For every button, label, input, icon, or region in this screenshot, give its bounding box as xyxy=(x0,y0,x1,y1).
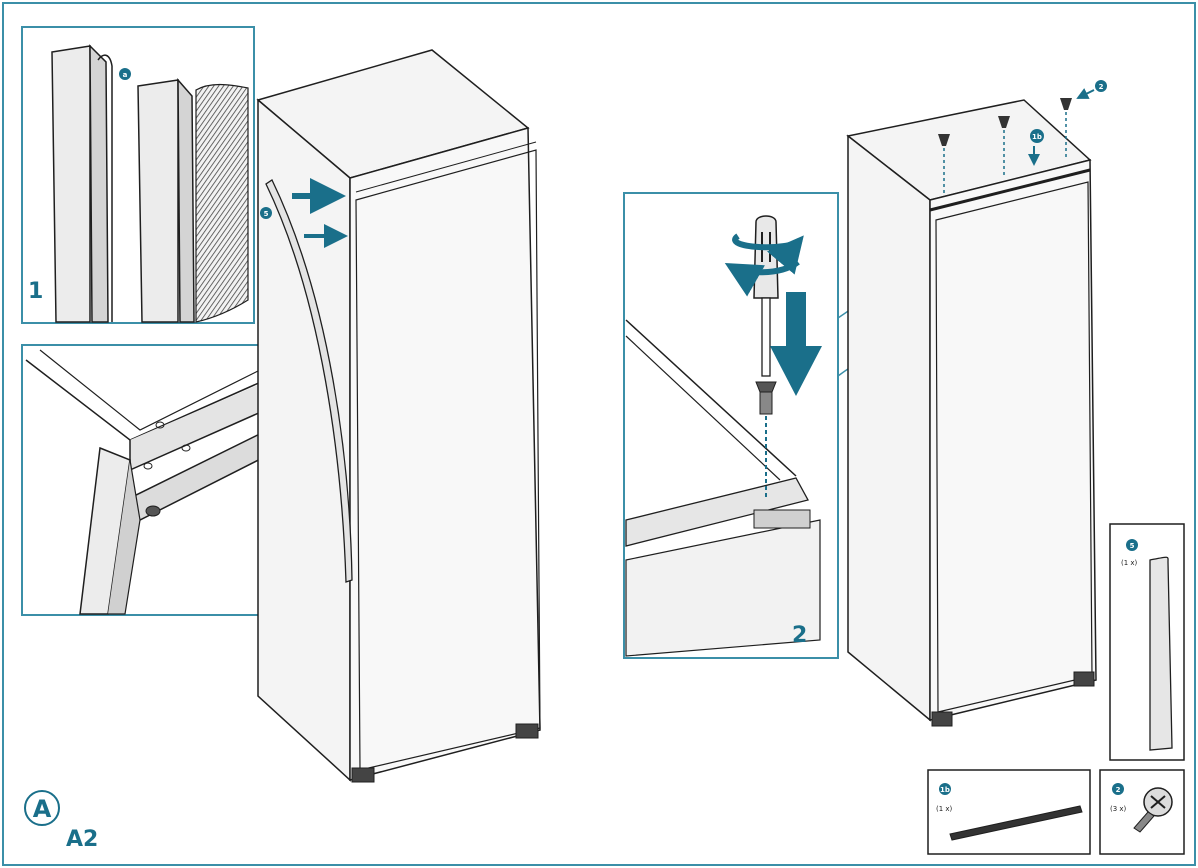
section-code: A2 xyxy=(66,827,98,852)
inset-screw-detail: 2 xyxy=(623,192,839,659)
callout-badge xyxy=(260,207,272,219)
part-id: 5 xyxy=(1130,542,1135,550)
callout-label: 2 xyxy=(1099,83,1104,91)
inset-corner-detail xyxy=(21,344,291,616)
callout-badge xyxy=(1095,80,1107,92)
part-qty: (1 x) xyxy=(936,805,953,813)
part-id: 1b xyxy=(940,786,950,794)
callout-badge xyxy=(119,68,131,80)
part-box-seal: 5 (1 x) xyxy=(1109,523,1185,761)
step-number: 2 xyxy=(792,623,807,648)
part-box-screw: 2 (3 x) xyxy=(1099,769,1185,855)
step-number: 1 xyxy=(28,279,43,304)
callout-label: 5 xyxy=(264,210,269,218)
part-box-bracket: 1b (1 x) xyxy=(927,769,1091,855)
fridge-right: 1b 2 xyxy=(846,80,1107,727)
callout-label: 1b xyxy=(1032,133,1042,141)
part-id: 2 xyxy=(1116,786,1121,794)
part-qty: (1 x) xyxy=(1121,559,1138,567)
section-mark: A A2 xyxy=(24,790,98,852)
part-qty: (3 x) xyxy=(1110,805,1127,813)
section-letter: A xyxy=(33,795,52,823)
callout-label: a xyxy=(123,71,128,79)
callout-badge xyxy=(1030,129,1044,143)
fridge-left: 5 xyxy=(256,49,541,783)
inset-seal-detail: a 1 xyxy=(21,26,255,324)
